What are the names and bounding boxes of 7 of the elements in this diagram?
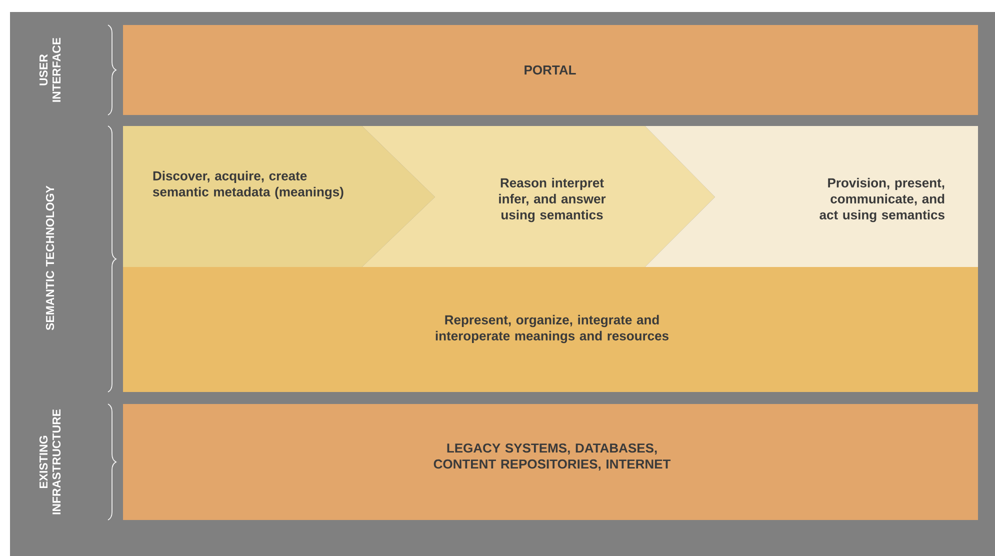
layer-box: PORTAL (123, 25, 978, 115)
panel-box: Provision, present, communicate, and act using semantics (645, 126, 978, 267)
layer-label: SEMANTIC TECHNOLOGY (46, 186, 54, 330)
layer-box: LEGACY SYSTEMS, DATABASES, CONTENT REPOSITORIES, INTERNET (123, 404, 978, 520)
layer-box: Represent, organize, integrate and interoperate meanings and resources (123, 266, 978, 392)
layer-label: USER INTERFACE (39, 38, 61, 102)
layer-label: EXISTING INFRASTRUCTURE (39, 409, 61, 514)
